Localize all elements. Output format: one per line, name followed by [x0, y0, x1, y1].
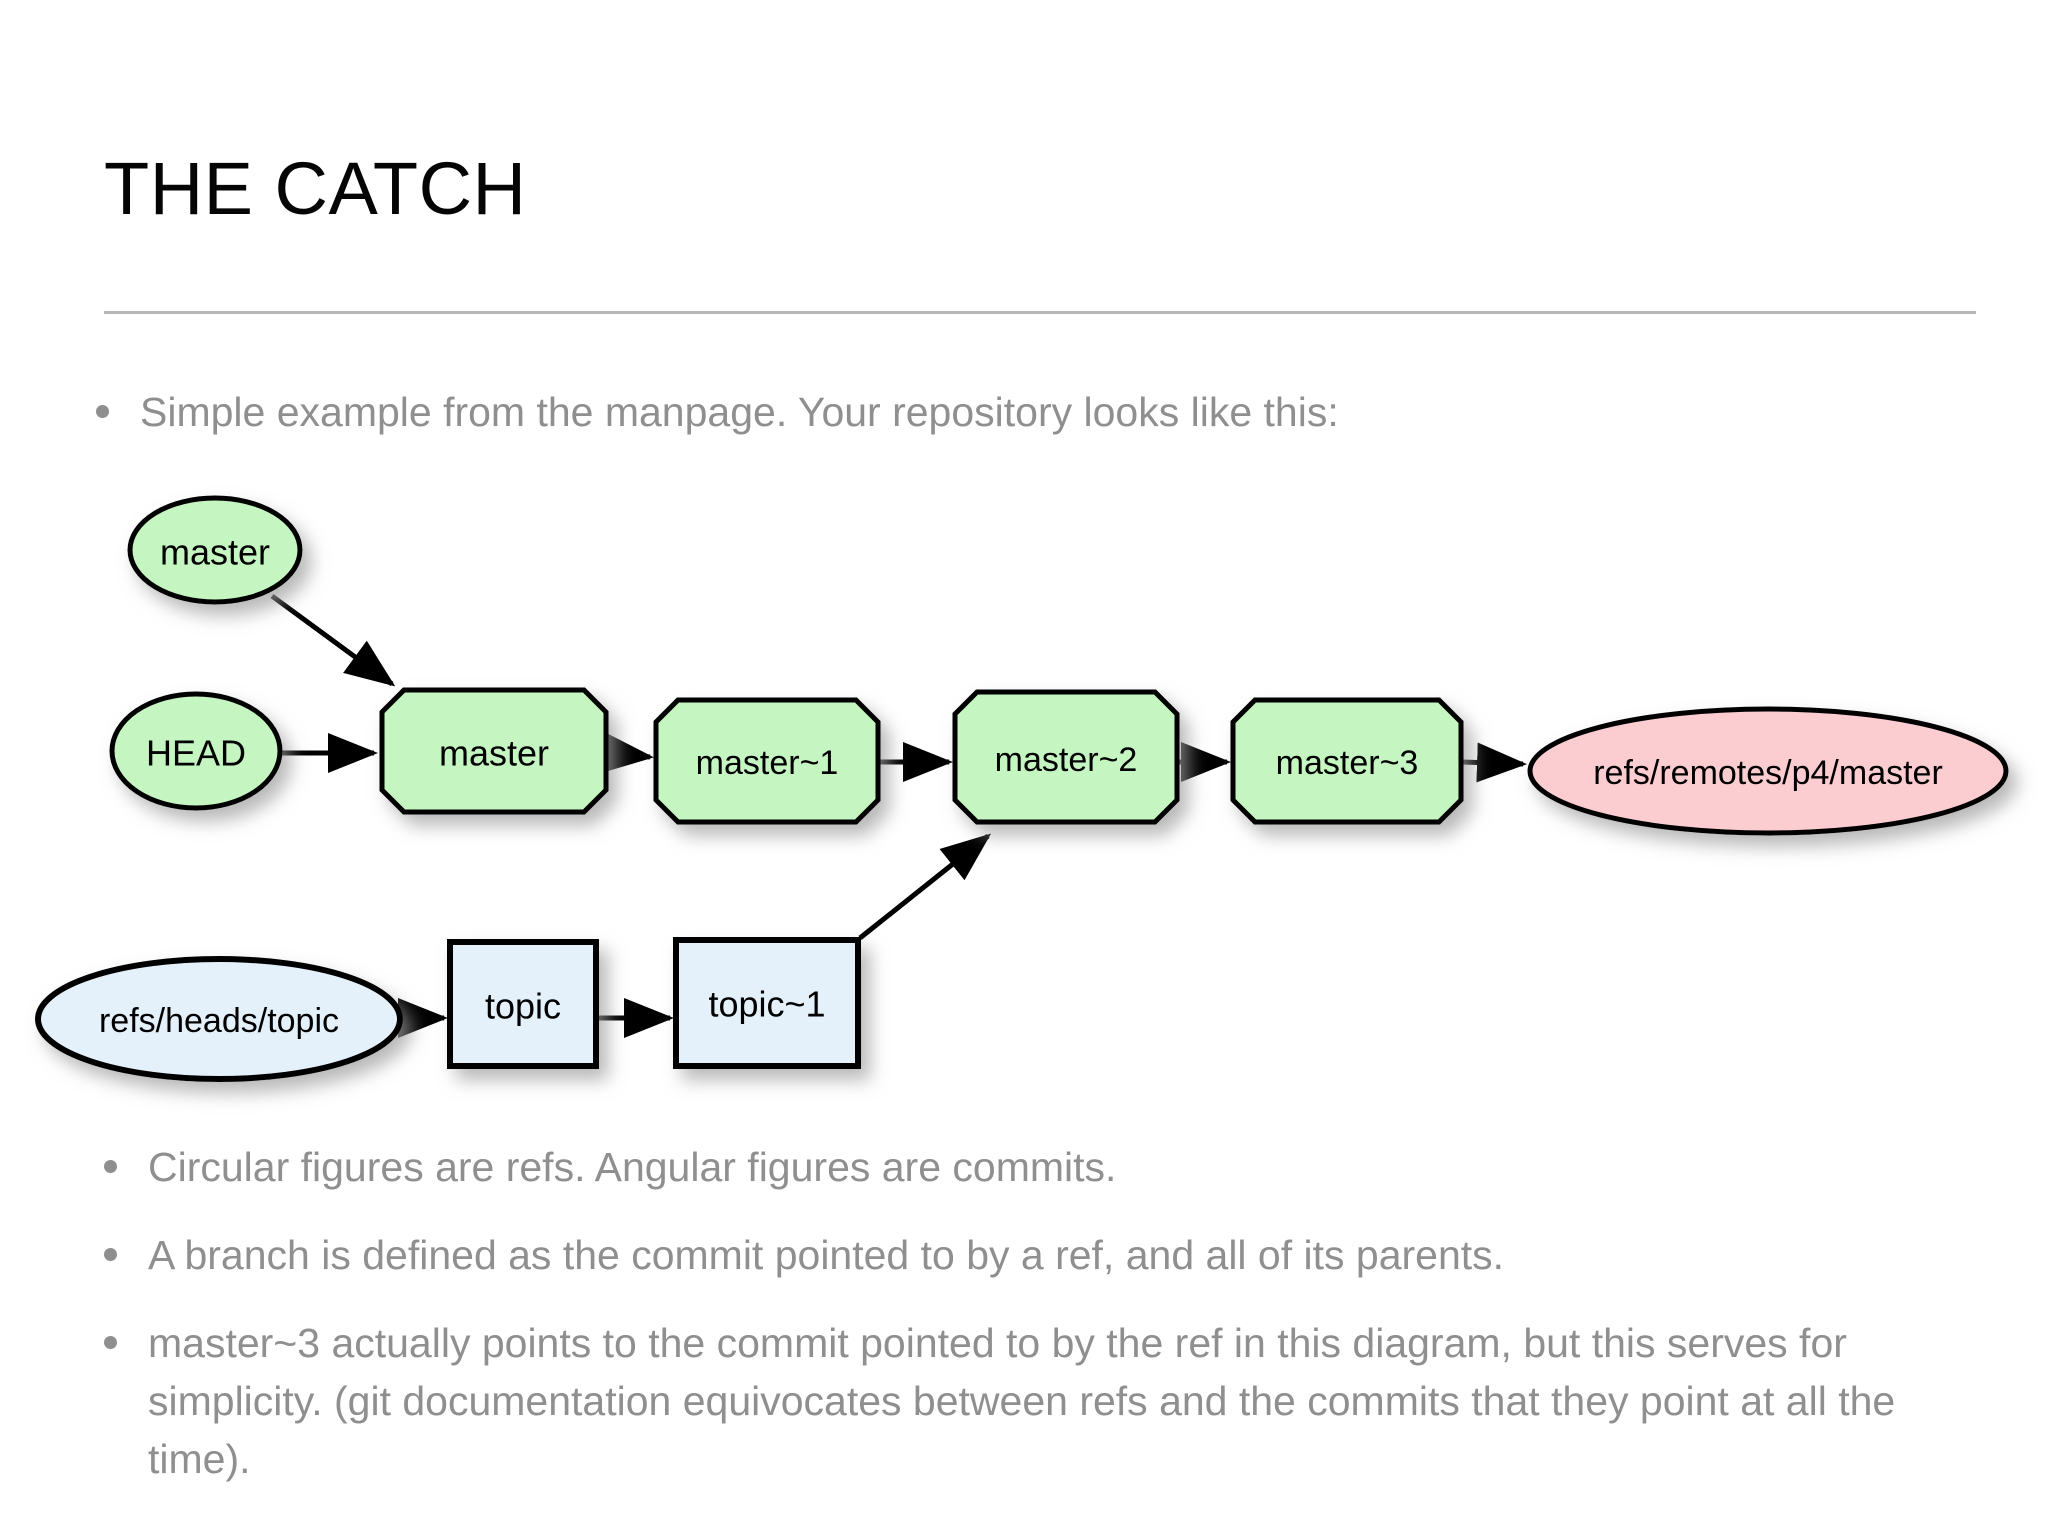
- commit-topic-1-label: topic~1: [708, 984, 825, 1025]
- bullet-intro: Simple example from the manpage. Your re…: [96, 383, 1896, 441]
- node-ref-remote-master[interactable]: [1527, 706, 2009, 836]
- ref-remote-master-shape: [1527, 706, 2009, 836]
- commit-topic-1-shape: [673, 937, 861, 1069]
- node-ref-master[interactable]: [127, 495, 303, 605]
- bullet-refs-vs-commits: Circular figures are refs. Angular figur…: [104, 1138, 1904, 1196]
- bullet-3-text: master~3 actually points to the commit p…: [148, 1320, 1896, 1482]
- ref-master-shape: [127, 495, 303, 605]
- commit-master-3-label: master~3: [1276, 744, 1419, 782]
- bullet-branch-definition: A branch is defined as the commit pointe…: [104, 1226, 1934, 1284]
- edge-commit-master-to-master1: [602, 732, 654, 773]
- commit-topic-shape: [447, 939, 599, 1069]
- node-commit-master[interactable]: [379, 687, 609, 815]
- ref-topic-shape: [35, 956, 403, 1082]
- bullet-master3-caveat: master~3 actually points to the commit p…: [104, 1314, 1904, 1488]
- ref-head-shape: [109, 691, 283, 811]
- commit-master-label: master: [439, 733, 549, 774]
- diagram-edges: [270, 593, 1527, 1038]
- edge-topic1-to-master2: [858, 833, 992, 940]
- ref-topic-label: refs/heads/topic: [99, 1002, 339, 1040]
- ref-master-label: master: [160, 532, 270, 573]
- commit-master-3-shape: [1230, 697, 1464, 825]
- commit-master-shape: [379, 687, 609, 815]
- bullet-marker-icon: [104, 1336, 117, 1349]
- node-commit-topic-1[interactable]: [673, 937, 861, 1069]
- node-commit-master-2[interactable]: [952, 689, 1180, 825]
- commit-master-1-label: master~1: [696, 744, 839, 782]
- bullet-marker-icon: [104, 1248, 117, 1261]
- node-ref-topic[interactable]: [35, 956, 403, 1082]
- bullet-marker-icon: [104, 1160, 117, 1173]
- node-commit-master-3[interactable]: [1230, 697, 1464, 825]
- node-commit-topic[interactable]: [447, 939, 599, 1069]
- commit-master-2-shape: [952, 689, 1180, 825]
- bullet-2-text: A branch is defined as the commit pointe…: [148, 1232, 1505, 1278]
- node-ref-head[interactable]: [109, 691, 283, 811]
- title-divider: [104, 311, 1976, 314]
- bullet-1-text: Circular figures are refs. Angular figur…: [148, 1144, 1117, 1190]
- ref-head-label: HEAD: [146, 733, 246, 774]
- commit-master-1-shape: [653, 697, 881, 825]
- page-title: THE CATCH: [104, 147, 527, 230]
- commit-master-2-label: master~2: [995, 741, 1138, 779]
- node-commit-master-1[interactable]: [653, 697, 881, 825]
- edge-master3-to-ref-remote: [1461, 742, 1527, 783]
- bullet-intro-text: Simple example from the manpage. Your re…: [140, 389, 1339, 435]
- commit-topic-label: topic: [485, 986, 561, 1027]
- bullet-marker-icon: [96, 405, 109, 418]
- edge-ref-master-to-commit-master: [270, 593, 396, 687]
- ref-remote-master-label: refs/remotes/p4/master: [1593, 754, 1943, 792]
